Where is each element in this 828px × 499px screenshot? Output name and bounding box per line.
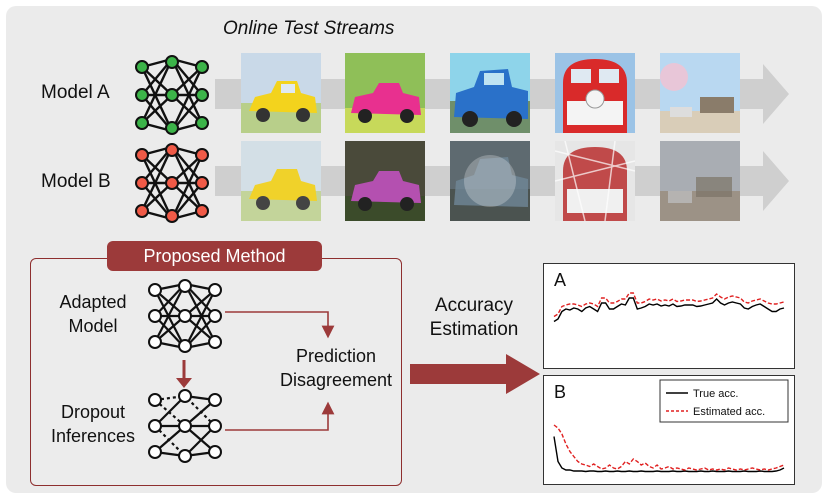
stream-b-image-2 (345, 141, 425, 221)
stream-b-image-1 (241, 141, 321, 221)
chart-b: B True acc. Estimated acc. (543, 375, 795, 485)
series-line-estimated-acc (553, 292, 785, 318)
stream-a-image-3 (450, 53, 530, 133)
chart-a: A (543, 263, 795, 369)
network-a-icon (135, 55, 209, 135)
dropout-network-icon (148, 389, 222, 463)
stream-b-image-5 (660, 141, 740, 221)
stream-a-image-1 (241, 53, 321, 133)
proposed-method-title: Proposed Method (107, 241, 322, 271)
dropout-inferences-label: Dropout Inferences (50, 402, 136, 446)
network-b-icon (135, 143, 209, 223)
adapted-model-icon (148, 279, 222, 353)
chart-title: B (554, 382, 566, 402)
stream-a-image-4 (555, 53, 635, 133)
stream-a-image-5 (660, 53, 740, 133)
legend-label: Estimated acc. (693, 406, 765, 418)
adapted-model-label: Adapted Model (59, 292, 127, 336)
stream-b-image-4 (555, 141, 635, 221)
dropout-to-disagreement-arrow (225, 401, 335, 431)
chart-legend: True acc. Estimated acc. (659, 379, 789, 423)
model-a-label: Model A (41, 82, 110, 103)
streams-title: Online Test Streams (223, 18, 395, 39)
series-line-estimated-acc (553, 424, 785, 471)
stream-a-image-2 (345, 53, 425, 133)
method-connectors (176, 311, 335, 431)
series-line-true-acc (553, 297, 785, 323)
accuracy-estimation-label: Accuracy Estimation (429, 295, 519, 340)
accuracy-estimation-arrow (410, 354, 540, 394)
adapted-to-disagreement-arrow (225, 311, 335, 339)
series-line-true-acc (553, 436, 785, 473)
prediction-disagreement-label: Prediction Disagreement (279, 346, 393, 390)
model-b-label: Model B (41, 171, 111, 192)
chart-title: A (554, 270, 566, 290)
stream-b-image-3 (450, 141, 530, 221)
legend-label: True acc. (693, 388, 738, 400)
